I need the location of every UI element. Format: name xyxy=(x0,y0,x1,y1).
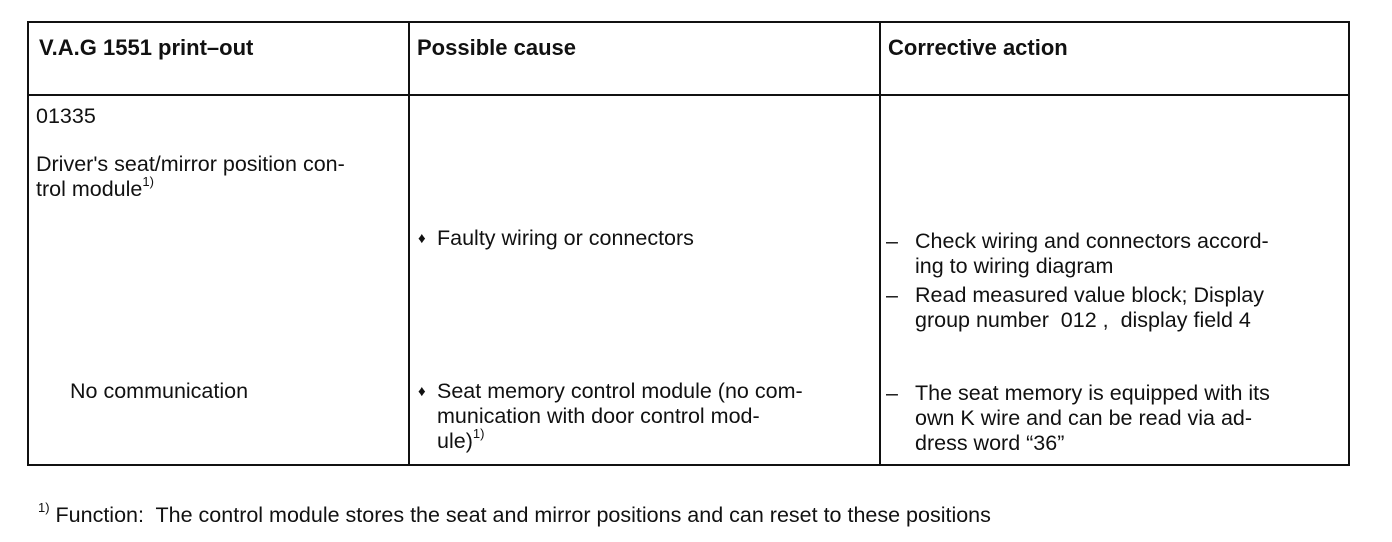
symptom-no-communication: No communication xyxy=(70,379,249,403)
header-possible-cause: Possible cause xyxy=(417,35,576,60)
footnote: 1) Function: The control module stores t… xyxy=(38,500,991,528)
column-divider-1 xyxy=(408,23,410,464)
dash-bullet-icon: – xyxy=(886,381,898,405)
footnote-ref: 1) xyxy=(38,500,50,515)
component-name-line1: Driver's seat/mirror position con- xyxy=(36,152,345,176)
component-footnote-ref: 1) xyxy=(142,174,154,189)
diagnostic-table: V.A.G 1551 print–out Possible cause Corr… xyxy=(27,21,1350,466)
header-printout: V.A.G 1551 print–out xyxy=(39,35,254,60)
header-divider xyxy=(29,94,1348,96)
column-divider-2 xyxy=(879,23,881,464)
header-corrective-action: Corrective action xyxy=(888,35,1068,60)
cause-footnote-ref: 1) xyxy=(472,426,485,441)
footnote-text: Function: The control module stores the … xyxy=(49,503,991,527)
component-name-line2: trol module1) xyxy=(36,174,154,201)
diamond-bullet-icon: ♦ xyxy=(418,230,426,247)
fault-code: 01335 xyxy=(36,104,96,128)
dash-bullet-icon: – xyxy=(886,229,898,253)
dash-bullet-icon: – xyxy=(886,283,898,307)
diamond-bullet-icon: ♦ xyxy=(418,383,426,400)
